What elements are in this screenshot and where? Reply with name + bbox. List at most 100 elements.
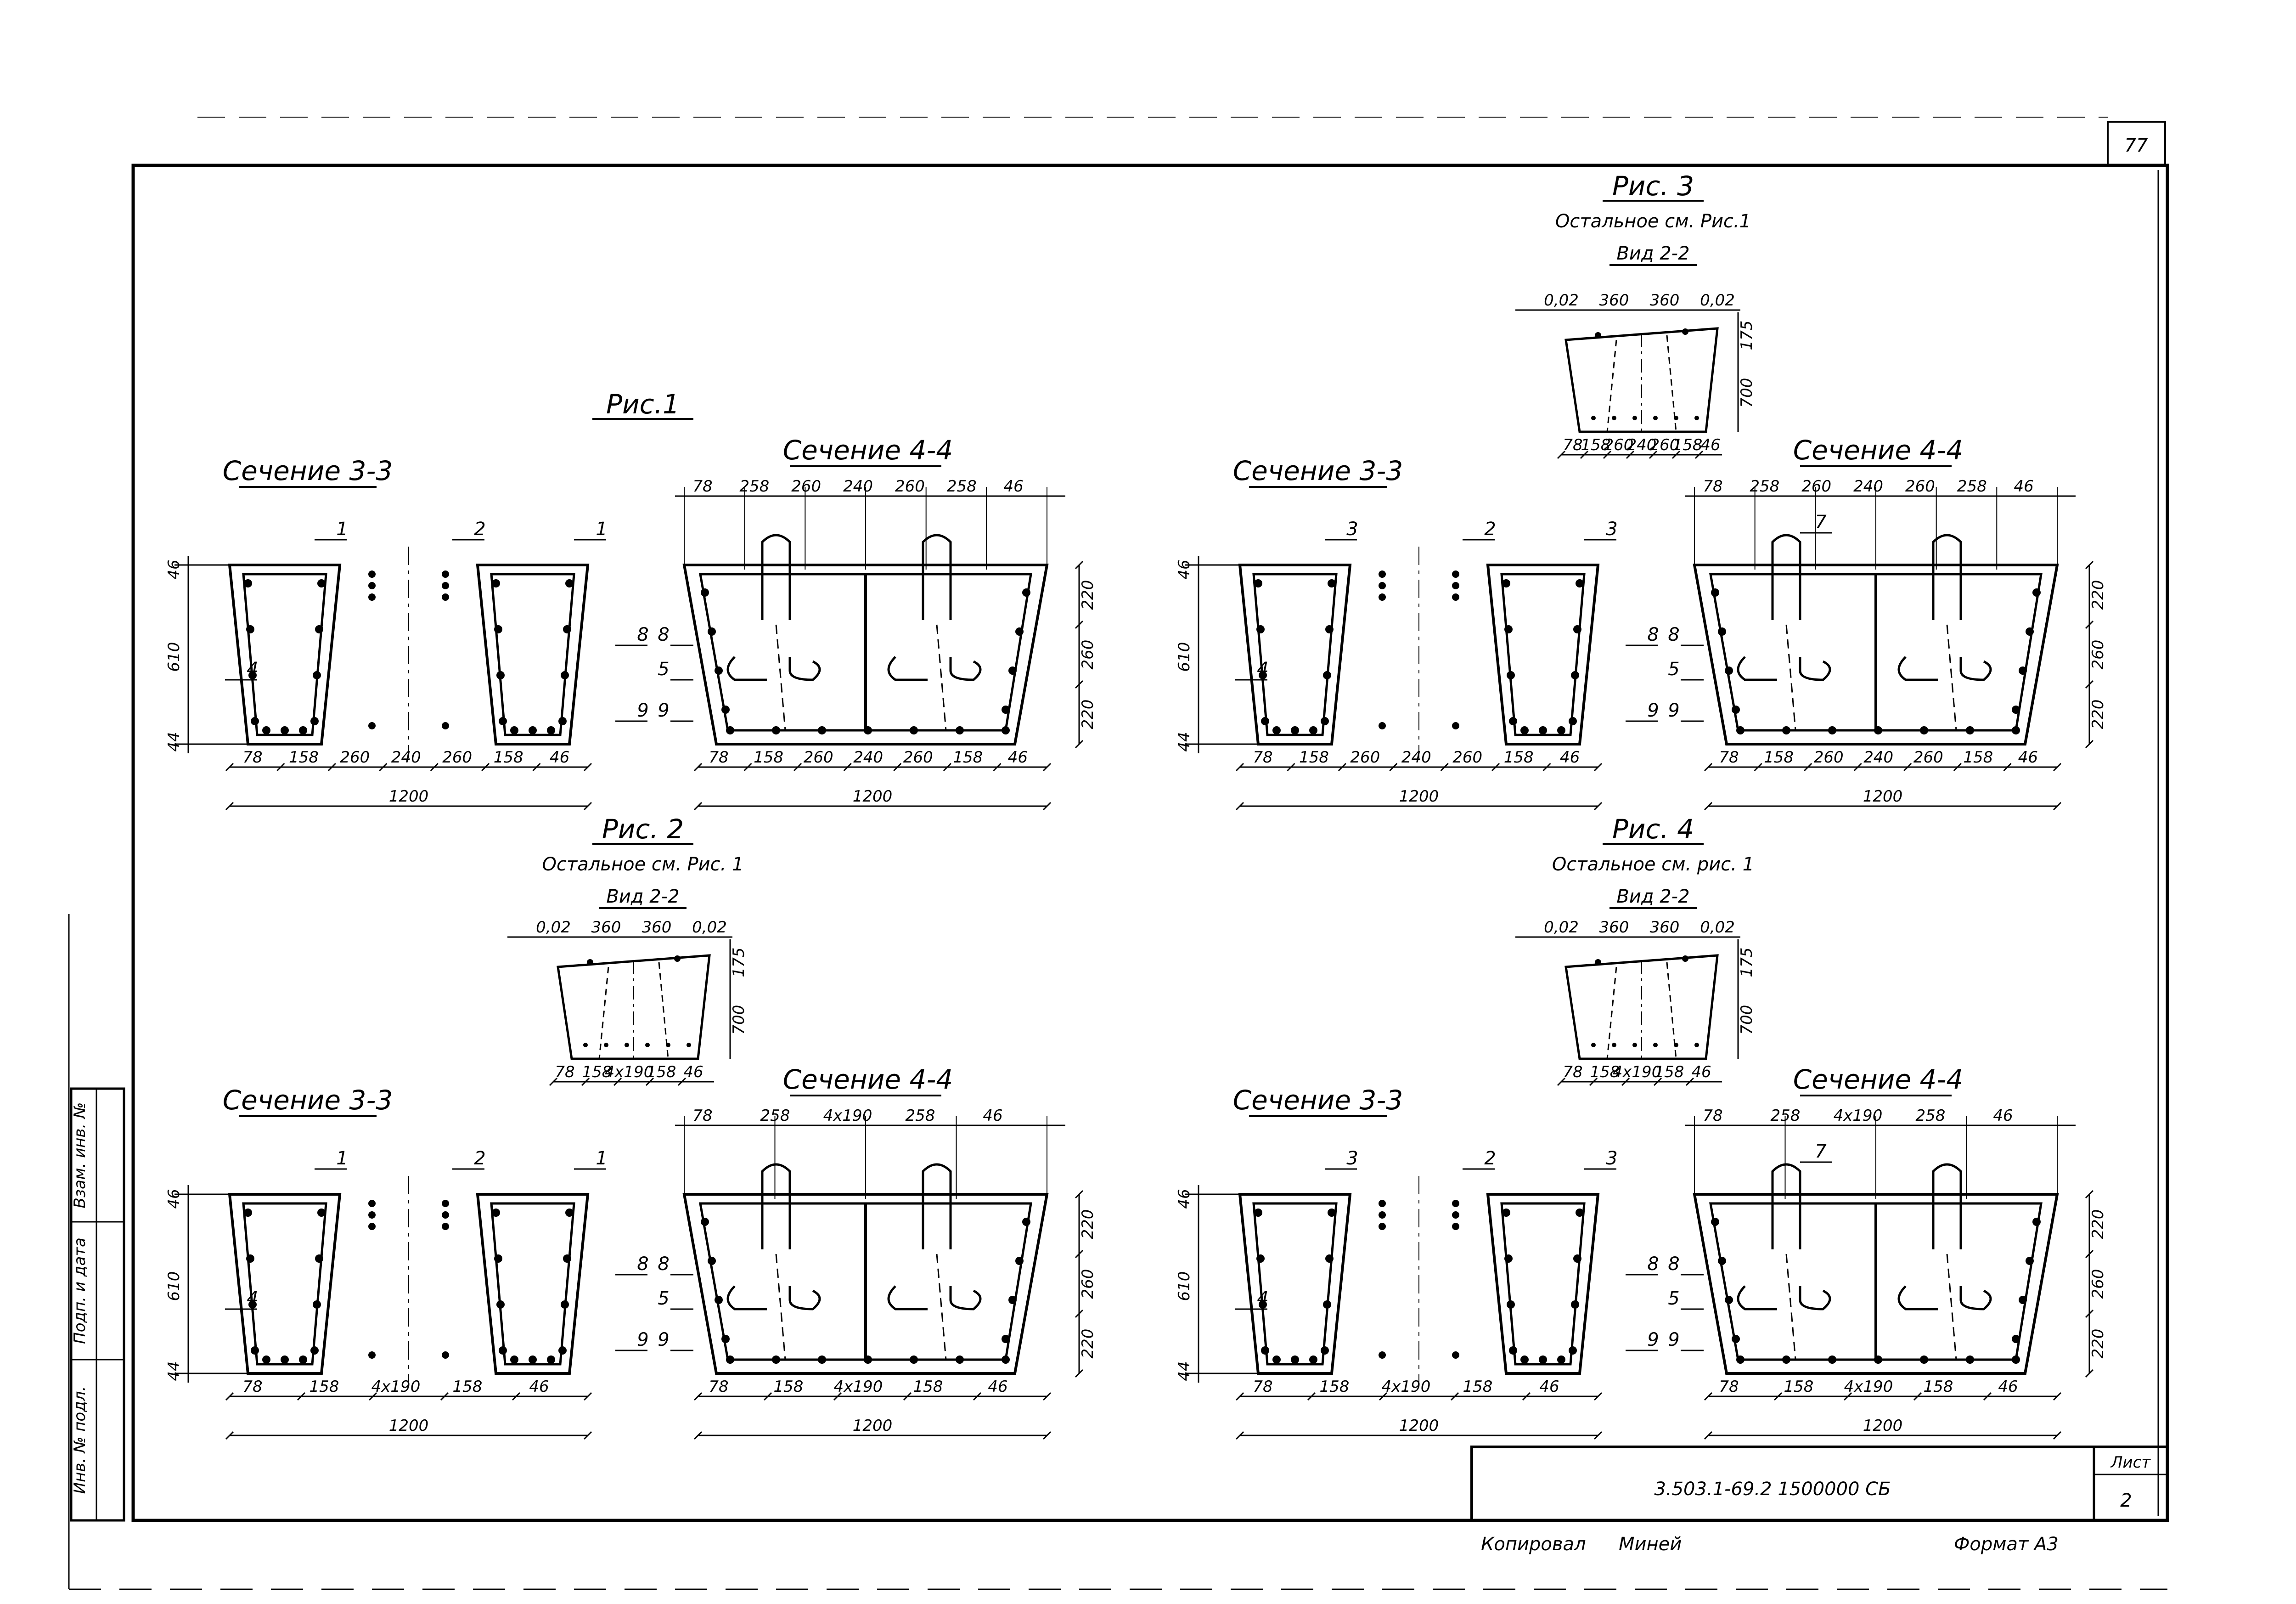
dim-label: 78 [555, 1063, 574, 1081]
dim-label: 240 [391, 748, 421, 767]
rebar-dot [2032, 588, 2041, 597]
rebar-dot [313, 1300, 321, 1309]
dim-tick [1903, 762, 1912, 772]
dim-label: 360 [1650, 918, 1680, 937]
dim-tick [1338, 762, 1346, 772]
web-section [228, 564, 342, 746]
rebar-dot [1259, 671, 1267, 679]
rebar-dot [721, 706, 730, 714]
rebar-dot [368, 1223, 376, 1230]
rebar-dot [499, 717, 507, 725]
rebar-dot [315, 625, 323, 633]
dim-label: 78 [692, 477, 712, 496]
dim-tick [1593, 1392, 1603, 1401]
dim-tick [1953, 762, 1962, 772]
dim-label: 158 [774, 1378, 804, 1396]
rebar-dot [442, 1200, 449, 1207]
stirrup [1500, 573, 1586, 736]
callout-label: 1 [596, 1148, 607, 1169]
copied-by-label: Копировал [1481, 1534, 1586, 1555]
rebar-dot [442, 1223, 449, 1230]
dim-label: 360 [642, 918, 672, 937]
rebar-dot [1966, 1355, 1974, 1364]
dim-label: 158 [647, 1063, 676, 1081]
rebar-dot [1379, 1223, 1386, 1230]
strand-dot [1674, 1043, 1678, 1047]
rebar-dot [1718, 627, 1726, 636]
rebar-dot [1309, 1355, 1317, 1364]
dim-label: 46 [1539, 1378, 1559, 1396]
dim-tick [1287, 762, 1295, 772]
dim-tick [1704, 1431, 1713, 1440]
rebar-dot [1254, 1209, 1262, 1217]
dim-label: 260 [1452, 748, 1482, 767]
stirrup [1252, 1202, 1338, 1366]
dim-tick [1075, 620, 1084, 629]
callout-label: 9 [637, 700, 648, 721]
dim-tick [440, 1392, 449, 1401]
section-title: Сечение 3-3 [1233, 1084, 1403, 1116]
dim-label: 78 [1563, 1063, 1582, 1081]
rebar-dot [1732, 706, 1740, 714]
strand-dot [1612, 1043, 1616, 1047]
rebar-dot [1261, 1346, 1269, 1355]
dim-tick [1694, 450, 1704, 459]
dim-label: 78 [1563, 436, 1582, 454]
dim-label: 78 [1703, 1107, 1722, 1125]
stirrup [242, 1202, 327, 1366]
view-title: Вид 2-2 [1616, 886, 1689, 907]
rebar-dot [1323, 671, 1331, 679]
dim-label: 78 [709, 1378, 728, 1396]
dim-tick [993, 762, 1002, 772]
dim-tick [2085, 680, 2094, 689]
rebar-dot [772, 1355, 780, 1364]
hidden-line [936, 624, 947, 731]
dim-label: 44 [165, 732, 183, 751]
rebar-dot [442, 582, 449, 589]
view-title: Вид 2-2 [1616, 243, 1689, 264]
dim-label: 0,02 [1700, 918, 1735, 937]
rebar-dot [1520, 726, 1529, 734]
dim-label: 260 [1079, 1269, 1097, 1299]
rebar-dot [496, 671, 505, 679]
callout-label: 8 [1647, 1254, 1659, 1275]
rebar-dot [442, 722, 449, 729]
dim-tick [1593, 1431, 1603, 1440]
section-title: Сечение 4-4 [783, 1064, 953, 1095]
rebar-dot [818, 726, 826, 734]
lifting-loop [1932, 1163, 1962, 1249]
rebar-dot [1022, 1218, 1030, 1226]
rebar-dot [1920, 1355, 1928, 1364]
dim-tick [843, 762, 852, 772]
section-title: Сечение 3-3 [223, 455, 393, 486]
dim-tick [549, 1077, 558, 1086]
dim-label: 4x190 [371, 1378, 421, 1396]
rebar-dot [1321, 717, 1329, 725]
dim-label: 258 [1750, 477, 1779, 496]
dim-label: 260 [442, 748, 472, 767]
hook-bar [1737, 1285, 1777, 1310]
rebar-dot [558, 717, 567, 725]
strand-dot [583, 1043, 588, 1047]
rebar-dot [561, 671, 569, 679]
dim-tick [1593, 802, 1603, 811]
dim-label: 4x190 [823, 1107, 872, 1125]
dim-tick [893, 762, 902, 772]
hook-bar [1897, 656, 1938, 681]
dim-label: 258 [1916, 1107, 1946, 1125]
rebar-dot [1272, 1355, 1281, 1364]
dim-tick [1704, 762, 1713, 772]
rebar-dot [1520, 1355, 1529, 1364]
callout-label: 8 [1668, 1254, 1679, 1275]
dim-label: 46 [2014, 477, 2034, 496]
rebar-dot [494, 625, 502, 633]
dim-label: 46 [165, 1189, 183, 1209]
dim-label: 46 [983, 1107, 1002, 1125]
dim-tick [583, 762, 592, 772]
rebar-dot [368, 1211, 376, 1219]
rebar-dot [1452, 1351, 1459, 1359]
dim-tick [693, 802, 703, 811]
dim-label: 0,02 [536, 918, 571, 937]
dim-tick [1389, 762, 1398, 772]
